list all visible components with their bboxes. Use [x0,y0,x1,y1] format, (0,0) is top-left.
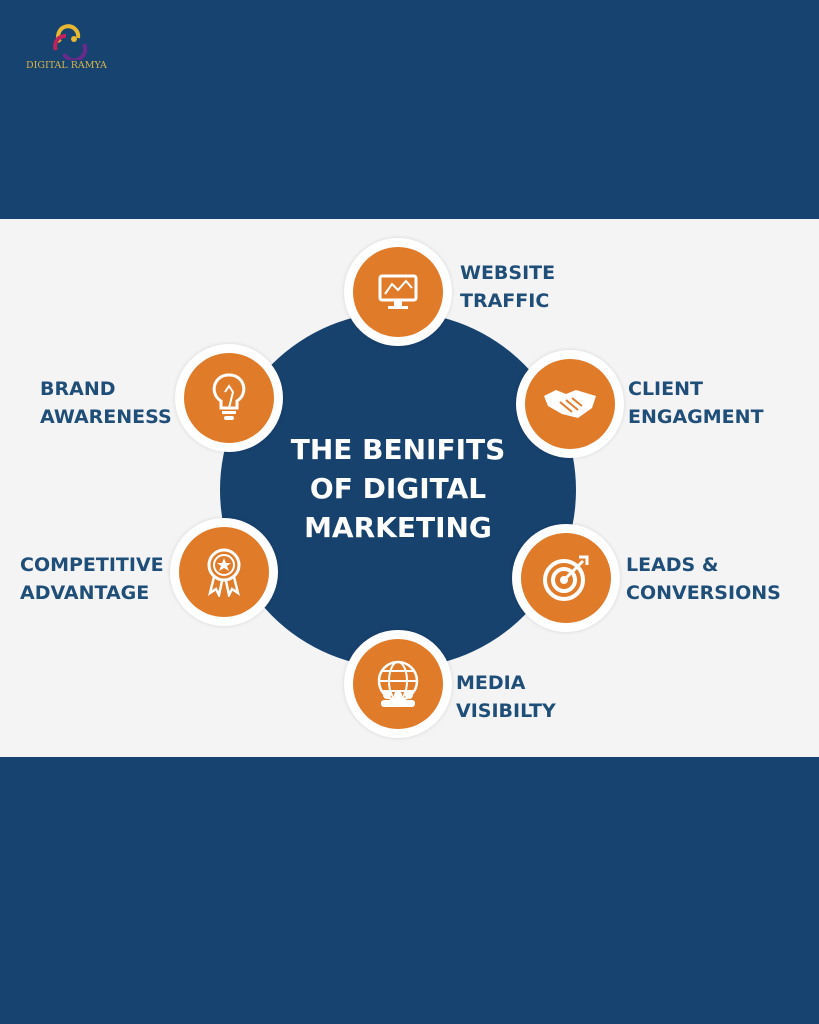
monitor-icon [378,274,418,309]
label-competitive-advantage: COMPETITIVE ADVANTAGE [20,551,164,607]
benefit-client-engagement [516,350,624,458]
benefit-brand-awareness [175,344,283,452]
label-line: WEBSITE [460,262,556,284]
label-line: CONVERSIONS [626,582,781,604]
benefit-media-visibility [344,630,452,738]
hub-title: THE BENIFITS OF DIGITAL MARKETING [220,430,576,547]
label-leads-conversions: LEADS & CONVERSIONS [626,551,781,607]
label-line: TRAFFIC [460,290,550,312]
label-media-visibility: MEDIA VISIBILTY [456,669,556,725]
benefit-website-traffic [344,238,452,346]
hub-circle: THE BENIFITS OF DIGITAL MARKETING [220,312,576,668]
label-line: AWARENESS [40,406,172,428]
lightbulb-icon [212,373,246,420]
label-website-traffic: WEBSITE TRAFFIC [460,259,555,315]
label-brand-awareness: BRAND AWARENESS [40,375,172,431]
hub-title-line: OF DIGITAL [309,472,487,505]
label-line: ADVANTAGE [20,582,150,604]
hub-title-line: THE BENIFITS [290,433,506,466]
label-line: MEDIA [456,672,526,694]
label-line: COMPETITIVE [20,554,164,576]
logo-text: DIGITAL RAMYA [26,60,107,71]
hub-title-line: MARKETING [304,511,492,544]
label-client-engagement: CLIENT ENGAGMENT [628,375,764,431]
label-line: VISIBILTY [456,700,556,722]
logo-mark-icon [53,24,88,63]
handshake-icon [544,390,596,418]
label-line: BRAND [40,378,116,400]
globe-people-icon [377,660,419,707]
benefit-leads-conversions [512,524,620,632]
label-line: ENGAGMENT [628,406,764,428]
label-line: LEADS & [626,554,719,576]
target-icon [543,555,589,601]
brand-logo: DIGITAL RAMYA [26,24,116,74]
award-badge-icon [207,548,241,597]
benefit-competitive-advantage [170,518,278,626]
label-line: CLIENT [628,378,703,400]
